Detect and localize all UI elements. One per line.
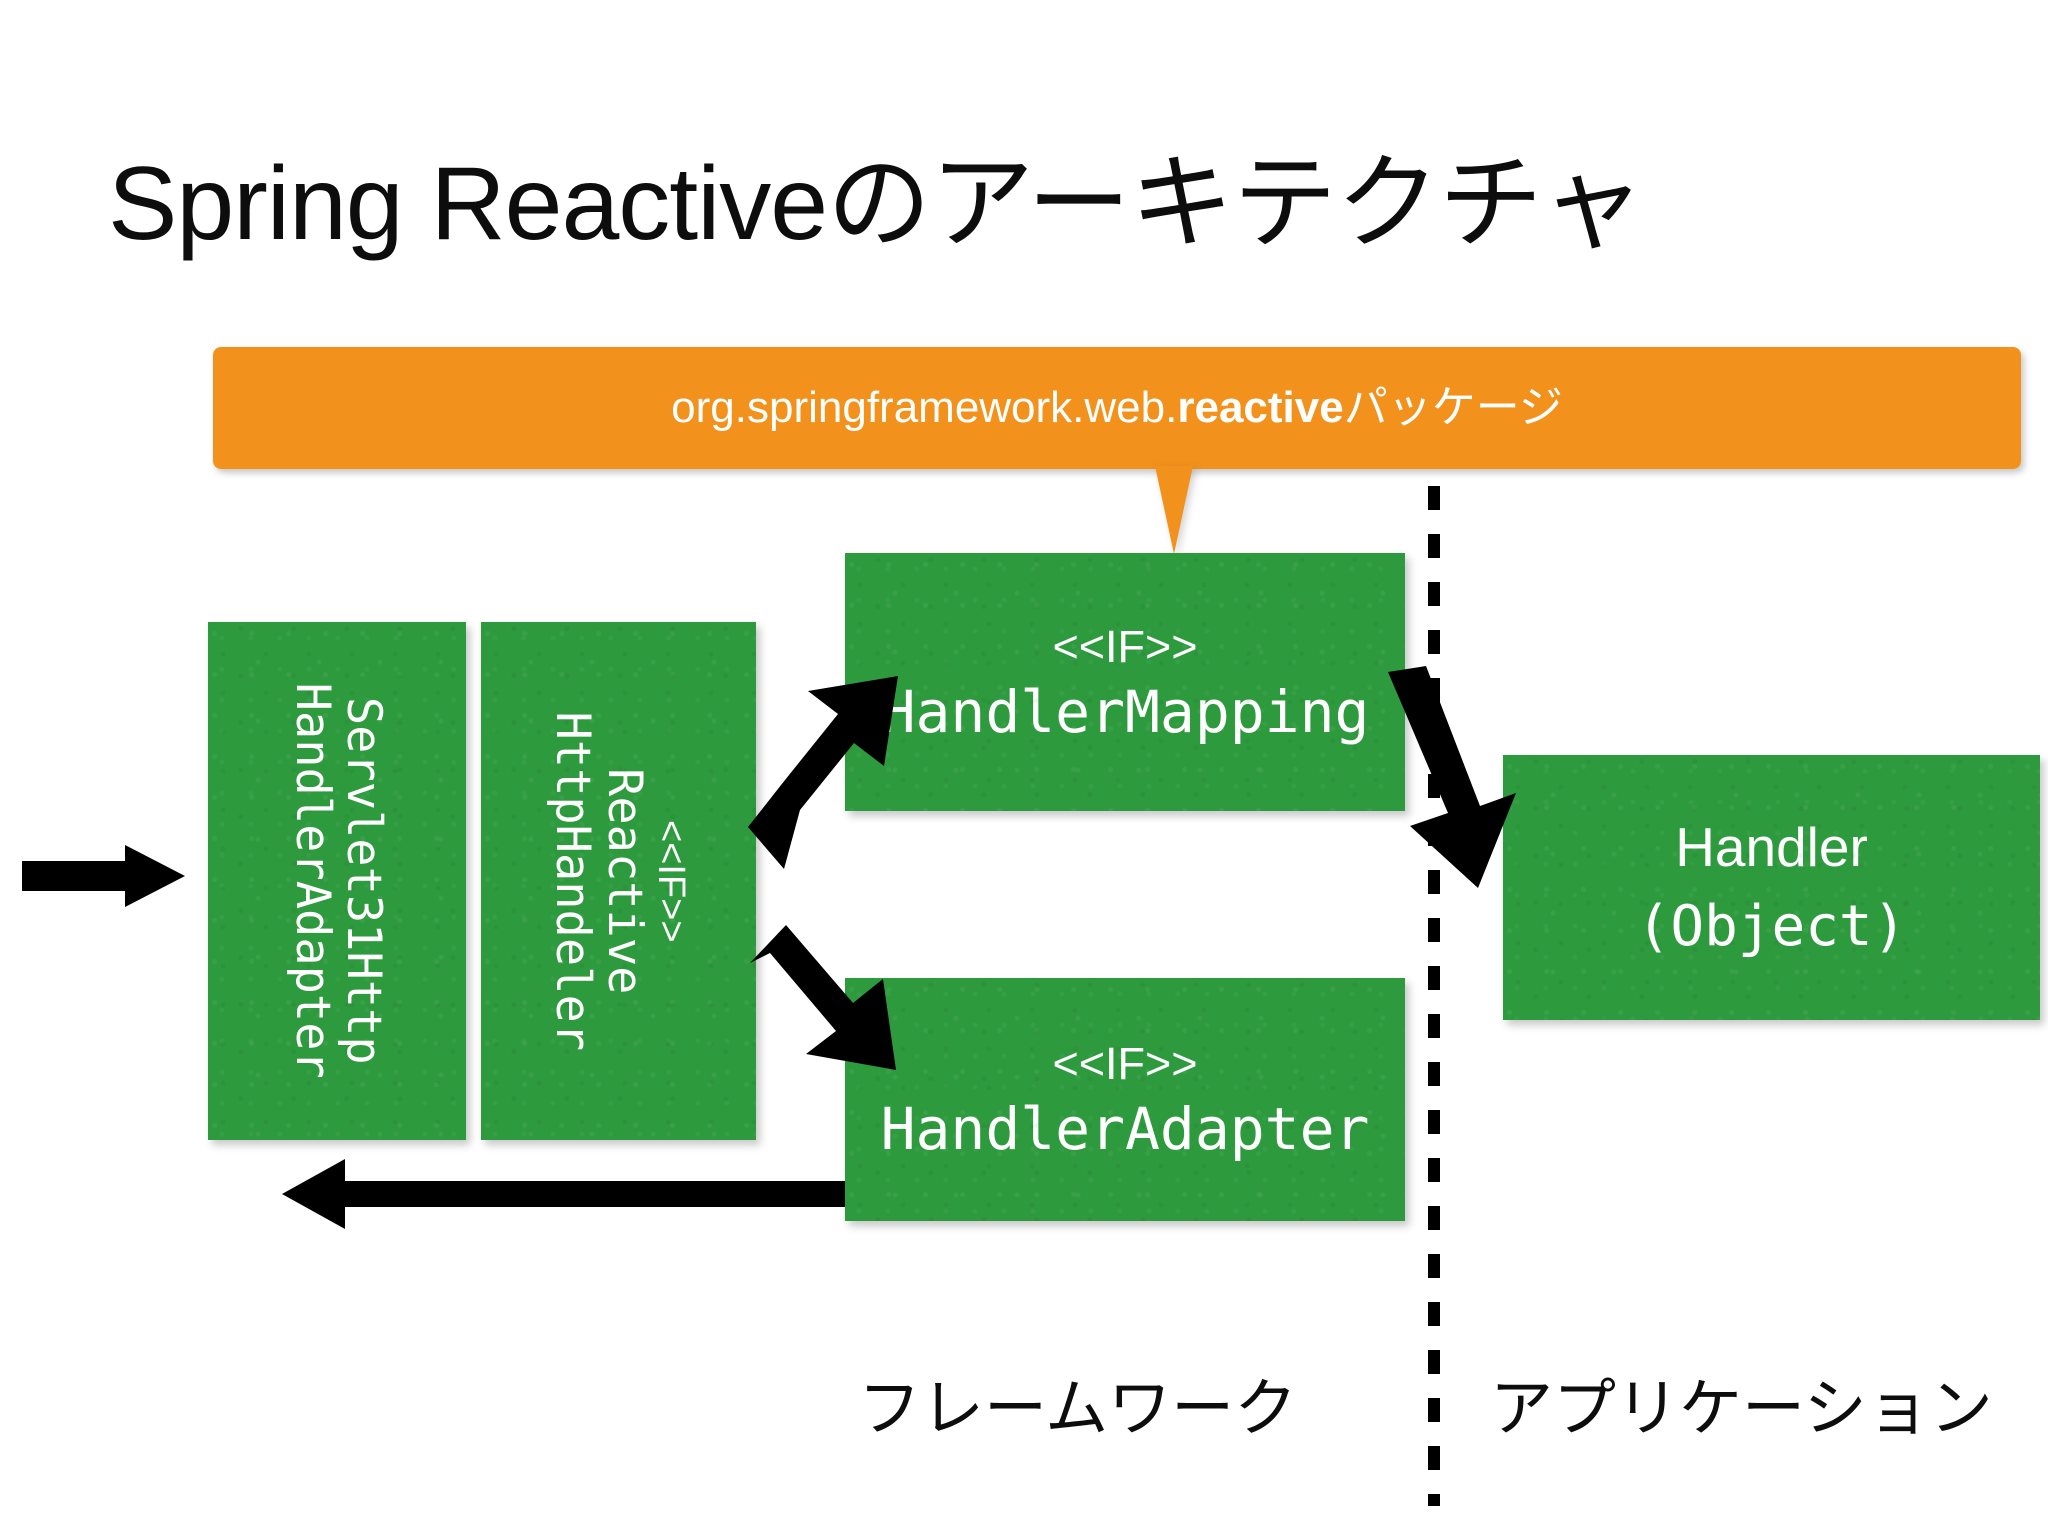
box-handler-mapping-label: HandlerMapping <box>880 677 1370 746</box>
box-handler-object[interactable]: Handler (Object) <box>1503 755 2040 1020</box>
callout-banner-text: org.springframework.web.reactiveパッケージ <box>671 386 1563 430</box>
box-handler-mapping[interactable]: <<IF>> HandlerMapping <box>845 553 1405 811</box>
box-handler-object-content: Handler (Object) <box>1503 755 2040 1020</box>
box-handler-mapping-content: <<IF>> HandlerMapping <box>845 553 1405 811</box>
callout-text-bold: reactive <box>1177 383 1344 432</box>
arrow-inbound-request <box>22 845 185 907</box>
box-handler-mapping-stereotype: <<IF>> <box>1052 620 1198 672</box>
box-servlet-label-group: Servlet31Http HandlerAdapter <box>285 682 391 1080</box>
arrow-handler-mapping-to-handler <box>1388 666 1516 888</box>
box-servlet31-http-handler-adapter[interactable]: Servlet31Http HandlerAdapter <box>208 622 466 1140</box>
callout-text-prefix: org.springframework.web. <box>671 383 1178 432</box>
arrow-response-out <box>282 1159 845 1229</box>
box-servlet-line2: HandlerAdapter <box>285 682 340 1080</box>
box-handler-object-label: (Object) <box>1636 894 1907 959</box>
box-handler-adapter[interactable]: <<IF>> HandlerAdapter <box>845 978 1405 1221</box>
box-httphandler-line1: Reactive <box>596 767 652 995</box>
caption-framework: フレームワーク <box>858 1374 1298 1444</box>
callout-banner: org.springframework.web.reactiveパッケージ <box>213 347 2021 469</box>
box-httphandler-stereotype: <<IF>> <box>649 819 692 943</box>
box-handler-adapter-label: HandlerAdapter <box>880 1095 1370 1163</box>
box-servlet-line1: Servlet31Http <box>335 697 391 1065</box>
callout-text-suffix: パッケージ <box>1343 383 1563 432</box>
caption-application: アプリケーション <box>1490 1374 1993 1444</box>
box-handler-adapter-content: <<IF>> HandlerAdapter <box>845 978 1405 1221</box>
box-httphandler-line2: HttpHandeler <box>544 711 600 1051</box>
box-httphandler-label-group: <<IF>> Reactive HttpHandeler <box>544 711 692 1051</box>
box-handler-adapter-stereotype: <<IF>> <box>1052 1038 1198 1089</box>
callout-tail-pointer <box>1155 466 1193 554</box>
page-title: Spring Reactiveのアーキテクチャ <box>108 146 1645 262</box>
box-handler-object-title: Handler <box>1675 816 1868 878</box>
box-reactive-http-handler[interactable]: <<IF>> Reactive HttpHandeler <box>481 622 756 1140</box>
framework-application-divider <box>1428 486 1440 1506</box>
